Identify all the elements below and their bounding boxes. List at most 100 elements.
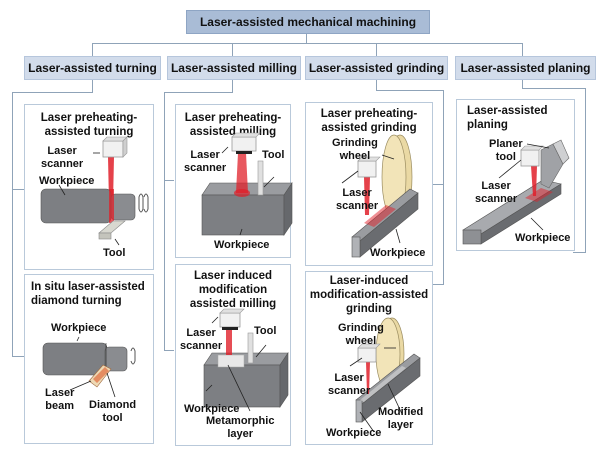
connector-grinding-down [376, 79, 377, 90]
root-node: Laser-assisted mechanical machining [186, 10, 430, 34]
connector-root-down [306, 33, 307, 43]
connector-milling-end [164, 350, 174, 351]
panel-laser-preheating-milling: Laser preheating- assisted milling Laser… [175, 104, 293, 258]
panel-laser-assisted-planing: Laser-assisted planing Planer tool Laser… [456, 99, 575, 251]
panel-title: Laser-induced modification-assisted grin… [306, 274, 432, 316]
grinding-illustration [341, 134, 419, 258]
connector-planing-v [585, 88, 586, 252]
title-line: Laser-assisted [467, 105, 548, 117]
panel-laser-preheating-grinding: Laser preheating- assisted grinding Grin… [305, 102, 433, 266]
panel-laser-induced-modification-grinding: Laser-induced modification-assisted grin… [305, 271, 433, 445]
connector-grinding-mid [431, 184, 444, 185]
connector-milling-h [164, 92, 233, 93]
label-laser-scanner: Laser scanner [184, 149, 227, 174]
modified-layer-icon [360, 366, 406, 402]
label-grinding-wheel: Grinding wheel [332, 137, 378, 162]
laser-beam-icon [226, 327, 232, 355]
connector-turning-end [12, 356, 24, 357]
title-line: diamond turning [31, 295, 122, 307]
metamorphic-layer-icon [217, 354, 245, 368]
planer-tool-icon [540, 143, 564, 189]
connector-planing-end [573, 252, 586, 253]
laser-beam-icon [364, 177, 370, 215]
laser-scanner-icon [219, 312, 241, 328]
title-line: Laser preheating- [184, 112, 282, 124]
connector-to-milling [232, 43, 233, 56]
laser-scanner-icon [102, 140, 124, 158]
title-line: In situ laser-assisted [31, 281, 145, 293]
category-turning: Laser-assisted turning [24, 56, 161, 80]
category-grinding: Laser-assisted grinding [305, 56, 448, 80]
laser-scanner-icon [231, 136, 257, 152]
diamond-turning-illustration [42, 336, 136, 398]
workpiece-block-icon [203, 364, 281, 408]
category-milling: Laser-assisted milling [167, 56, 301, 80]
connector-grinding-end [431, 284, 444, 285]
label-laser-scanner: Laser scanner [328, 372, 371, 397]
connector-to-turning [92, 43, 93, 56]
label-workpiece: Workpiece [39, 175, 95, 187]
turning-illustration [40, 136, 149, 246]
label-workpiece: Workpiece [184, 403, 240, 415]
label-tool: Tool [254, 325, 277, 337]
connector-grinding-h [376, 90, 444, 91]
milling-tool-icon [247, 332, 254, 364]
label-laser-scanner: Laser scanner [41, 145, 84, 170]
grinding-modification-illustration [349, 317, 421, 433]
title-line: assisted grinding [321, 122, 417, 134]
laser-scanner-icon [357, 160, 377, 178]
panel-laser-induced-modification-milling: Laser induced modification assisted mill… [175, 264, 291, 446]
laser-scanner-icon [520, 149, 540, 167]
label-workpiece: Workpiece [214, 239, 270, 251]
laser-beam-icon [531, 166, 537, 196]
title-line: Laser preheating- [40, 112, 138, 124]
label-tool: Tool [103, 247, 126, 259]
workpiece-cylinder-icon [40, 188, 112, 224]
laser-scanner-icon [357, 347, 377, 363]
category-label: Laser-assisted planing [460, 61, 591, 75]
label-planer-tool: Planer tool [489, 138, 523, 163]
connector-planing-h [522, 88, 586, 89]
label-workpiece: Workpiece [370, 247, 426, 259]
title-line: modification-assisted [309, 289, 429, 301]
category-label: Laser-assisted turning [28, 61, 157, 75]
milling-modification-illustration [203, 308, 289, 412]
category-label: Laser-assisted grinding [308, 61, 445, 75]
panel-title: Laser induced modification assisted mill… [176, 269, 290, 311]
label-laser-beam: Laser beam [45, 387, 75, 412]
label-tool: Tool [262, 149, 285, 161]
workpiece-cylinder-icon [42, 342, 108, 376]
label-modified-layer: Modified layer [378, 406, 424, 431]
connector-turning-h [12, 92, 93, 93]
panel-title: In situ laser-assisted diamond turning [25, 280, 153, 308]
title-line: Laser preheating- [320, 108, 418, 120]
title-line: assisted turning [44, 126, 134, 138]
title-line: Laser-induced [329, 275, 409, 287]
title-line: assisted milling [189, 298, 277, 310]
planing-illustration [462, 139, 570, 245]
label-diamond-tool: Diamond tool [89, 399, 137, 424]
connector-to-grinding [376, 43, 377, 56]
connector-milling-v [164, 92, 165, 350]
panel-laser-preheating-turning: Laser preheating- assisted turning Laser… [24, 104, 154, 270]
title-line: grinding [346, 303, 392, 315]
label-workpiece: Workpiece [326, 427, 382, 439]
connector-turning-mid [12, 189, 24, 190]
laser-beam-icon [366, 362, 370, 394]
label-laser-scanner: Laser scanner [180, 327, 223, 352]
connector-milling-mid [164, 180, 174, 181]
connector-turning-v [12, 92, 13, 356]
category-planing: Laser-assisted planing [455, 56, 596, 80]
label-laser-scanner: Laser scanner [475, 180, 518, 205]
laser-beam-icon [93, 367, 109, 383]
panel-title: Laser preheating- assisted turning [25, 111, 153, 139]
connector-horizontal-top [92, 43, 522, 44]
connector-turning-down [92, 79, 93, 92]
panel-in-situ-diamond-turning: In situ laser-assisted diamond turning W… [24, 274, 154, 444]
panel-title: Laser-assisted planing [457, 104, 574, 132]
panel-title: Laser preheating- assisted grinding [306, 107, 432, 135]
label-metamorphic-layer: Metamorphic layer [206, 415, 275, 440]
connector-milling-down [232, 79, 233, 92]
milling-illustration [201, 132, 293, 236]
root-label: Laser-assisted mechanical machining [199, 15, 417, 29]
